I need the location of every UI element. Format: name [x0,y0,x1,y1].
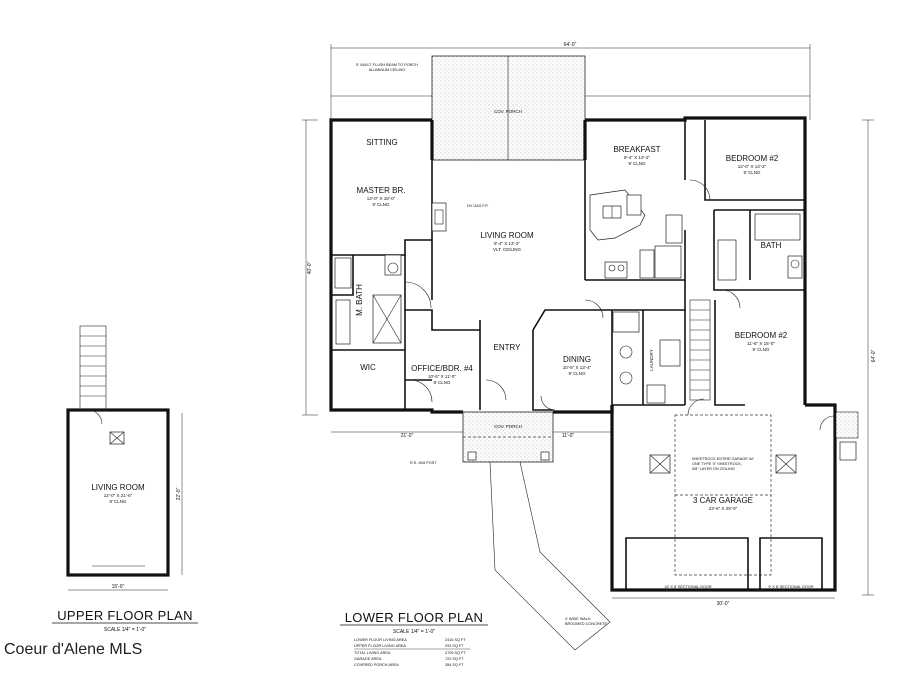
area-value-1: 293 SQ FT [445,644,464,648]
kitchen-fixtures [589,189,683,279]
cov-porch-bottom-label: COV. PORCH [494,424,522,429]
area-value-4: 354 SQ FT [445,663,464,667]
bedroom-2b-name: BEDROOM #2 [735,331,788,340]
dim-upper-width: 15'-0" [112,584,125,590]
office-clg: 9' CLNG [433,380,451,385]
dim-left-depth: 40'-0" [307,261,313,274]
front-walk [489,461,611,651]
garage-details [625,411,859,590]
dim-right-depth: 64'-0" [871,349,877,362]
laundry-label: LAUNDRY [649,349,654,370]
wic-label: WIC [360,363,376,372]
bedroom-2a-clg: 9' CLNG [743,170,761,175]
bath-fixtures [334,213,803,404]
plan-titles: UPPER FLOOR PLAN SCALE 1/4" = 1'-0" LOWE… [52,608,488,635]
dimension-labels: 64'-0" 64'-0" 40'-0" 21'-0" 11'-0" 30'-0… [112,42,877,607]
area-table: LOWER FLOOR LIVING AREA 2416 SQ FT UPPER… [354,638,470,667]
breakfast-name: BREAKFAST [613,145,660,154]
mls-watermark: Coeur d'Alene MLS [4,641,142,658]
dining-name: DINING [563,355,591,364]
exterior-walls [329,116,837,592]
covered-porch-top [431,55,586,161]
master-clg: 9' CLNG [372,202,390,207]
area-value-0: 2416 SQ FT [445,638,466,642]
note-post: R.S. 8X8 POST [410,461,437,465]
bath-label: BATH [761,241,782,250]
lower-plan-scale: SCALE 1/4" = 1'-0" [393,629,435,635]
dim-garage-width: 30'-0" [717,601,730,607]
area-label-0: LOWER FLOOR LIVING AREA [354,638,407,642]
room-labels: SITTING MASTER BR. 13'-0" X 18'-0" 9' CL… [91,109,787,511]
dim-bottom-left: 21'-0" [401,433,414,439]
door-swings [404,179,835,431]
entry-label: ENTRY [494,343,522,352]
dim-bottom-mid: 11'-0" [562,433,575,439]
bedroom-2b-size: 11'-6" X 15'-0" [747,341,775,346]
area-value-2: 2709 SQ FT [445,651,466,655]
sitting-label: SITTING [366,138,398,147]
note-gas-fp: DV GAS F.P. [467,204,488,208]
living-size: 9'-4" X 13'-2" [494,241,520,246]
upper-living-name: LIVING ROOM [91,483,145,492]
area-value-3: 722 SQ FT [445,657,464,661]
bedroom-2a-name: BEDROOM #2 [726,154,779,163]
breakfast-size: 9'-4" X 13'-2" [624,155,650,160]
mbath-label: M. BATH [355,284,364,316]
office-name: OFFICE/BDR. #4 [411,364,473,373]
bedroom-2b-clg: 9' CLNG [752,347,770,352]
breakfast-clg: 9' CLNG [628,161,646,166]
note-garage: SHEETROCK ENTIRE GARAGE W/ONE TYPE 'X' S… [692,457,755,471]
garage-size: 23'-6" X 29'-0" [709,506,738,511]
upper-floor [66,325,170,577]
bedroom-2a-size: 12'-0" X 13'-2" [738,164,767,169]
area-label-3: GARAGE AREA [354,657,382,661]
area-label-2: TOTAL LIVING AREA [354,651,391,655]
living-clg: VLT. CEILING [493,247,521,252]
upper-plan-title: UPPER FLOOR PLAN [57,608,193,623]
master-name: MASTER BR. [357,186,406,195]
garage-name: 3 CAR GARAGE [693,496,753,505]
dining-clg: 9' CLNG [568,371,586,376]
note-door-right: 9' X 8' SECTIONAL DOOR [768,585,813,589]
area-label-4: COVERED PORCH AREA [354,663,399,667]
upper-living-size: 12'-0" X 21'-6" [104,493,133,498]
area-label-1: UPPER FLOOR LIVING AREA [354,644,406,648]
fireplace [431,202,447,232]
cov-porch-top-label: COV. PORCH [494,109,522,114]
stair [689,299,711,401]
upper-plan-scale: SCALE 1/4" = 1'-0" [104,627,146,633]
dimension-lines [68,44,874,599]
note-door-left: 16' X 8' SECTIONAL DOOR [664,585,712,589]
office-size: 10'-6" X 11'-0" [428,374,456,379]
dim-overall-width: 64'-0" [564,42,577,48]
upper-living-clg: 8' CLNG [109,499,127,504]
dim-upper-depth: 22'-0" [176,487,182,500]
master-size: 13'-0" X 18'-0" [367,196,396,201]
interior-walls [331,120,805,411]
living-name: LIVING ROOM [480,231,534,240]
lower-plan-title: LOWER FLOOR PLAN [345,610,483,625]
dining-size: 10'-6" X 13'-4" [563,365,592,370]
